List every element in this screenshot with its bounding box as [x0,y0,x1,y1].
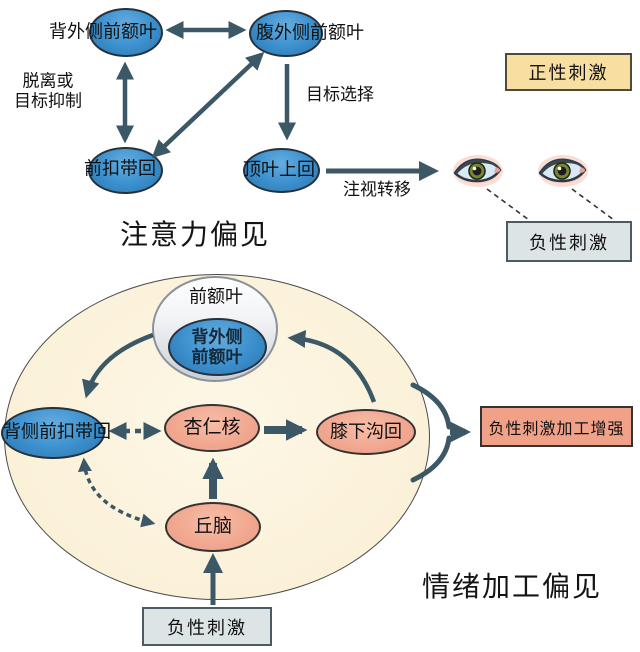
box-positive-stimulus: 正性刺激 [505,53,632,91]
arrow-vlpfc-acc-bidirectional [151,51,265,159]
node-thalamus-label: 丘脑 [193,516,233,538]
node-dacc-label: 背侧前扣带回 [3,421,111,442]
node-amygdala-label: 杏仁核 [183,417,241,439]
gaze-line-right [571,188,615,221]
box-negative-stimulus-top-label: 负性刺激 [529,232,609,253]
node-vlpfc [249,10,323,57]
node-dlpfc-bottom-label: 背外侧 前额叶 [192,327,243,366]
label-gaze-shift: 注视转移 [343,180,411,200]
node-thalamus [165,502,261,552]
node-spl-label: 顶叶上回 [243,159,315,180]
node-dlpfc-bottom [168,318,267,376]
node-dlpfc-bottom-line1: 背外侧 [191,327,243,347]
node-vlpfc-label: 腹外侧前额叶 [256,22,364,43]
title-emotion-processing-bias: 情绪加工偏见 [421,572,603,603]
node-acc [88,147,163,194]
eye-icon [538,155,588,187]
node-acc-label: 前扣带回 [84,158,156,179]
label-disengage-line1: 脱离或 [22,71,74,91]
box-enhanced-processing: 负性刺激加工增强 [480,406,633,447]
node-dlpfc-top [89,8,163,57]
box-enhanced-processing-label: 负性刺激加工增强 [488,420,625,438]
box-negative-stimulus-bottom-label: 负性刺激 [167,617,247,638]
node-dlpfc-top-label: 背外侧前额叶 [49,21,157,42]
box-positive-stimulus-label: 正性刺激 [528,63,609,83]
node-amygdala [164,404,260,452]
box-negative-stimulus-top: 负性刺激 [506,221,632,262]
label-target-select: 目标选择 [306,85,374,105]
node-pfc-label: 前额叶 [189,286,243,307]
node-dacc [1,407,105,459]
box-negative-stimulus-bottom: 负性刺激 [142,607,272,646]
label-disengage: 脱离或 目标抑制 [14,71,82,110]
title-attention-bias: 注意力偏见 [119,220,271,251]
node-subgenual-label: 膝下沟回 [330,421,402,442]
gaze-line-left [486,188,530,221]
node-dlpfc-bottom-line2: 前额叶 [191,347,243,366]
node-subgenual [316,409,416,455]
label-disengage-line2: 目标抑制 [14,91,82,110]
eye-icon [453,155,503,187]
